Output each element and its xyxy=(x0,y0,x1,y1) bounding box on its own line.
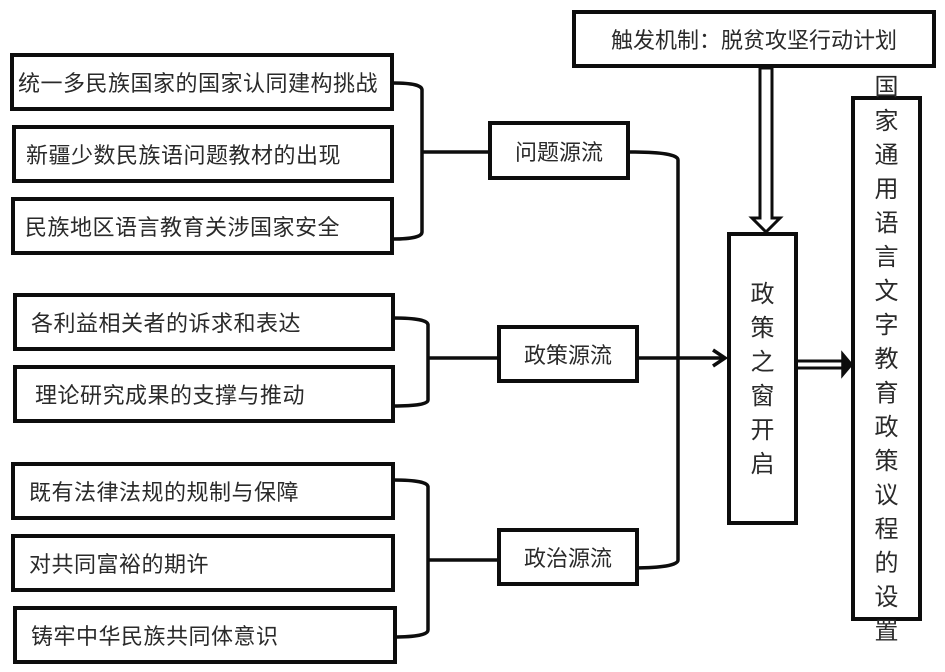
vertical-char: 语 xyxy=(874,208,899,237)
outcome-label: 国家通用语言文字教育政策议程的设置 xyxy=(875,70,899,648)
vertical-char: 置 xyxy=(874,616,899,645)
policy-to-window-arrowhead xyxy=(712,348,729,368)
politics-stream-label: 政治源流 xyxy=(523,547,612,572)
vertical-char: 策 xyxy=(750,313,775,342)
politics-bracket xyxy=(392,478,430,639)
policy-stream-label: 政策源流 xyxy=(523,344,612,369)
politics-item-1: 既有法律法规的规制与保障 xyxy=(11,462,395,520)
policy-window-label: 政策之窗开启 xyxy=(751,277,775,481)
problem-stream-box: 问题源流 xyxy=(488,121,630,180)
policy-bracket xyxy=(392,316,430,408)
vertical-char: 议 xyxy=(874,480,899,509)
vertical-char: 程 xyxy=(874,514,899,543)
vertical-char: 用 xyxy=(874,174,899,203)
trigger-label: 触发机制：脱贫攻坚行动计划 xyxy=(610,29,897,54)
politics-item-2: 对共同富裕的期许 xyxy=(11,534,395,592)
vertical-char: 启 xyxy=(750,449,775,478)
trigger-down-arrow xyxy=(748,66,784,235)
vertical-char: 窗 xyxy=(750,381,775,410)
trigger-box: 触发机制：脱贫攻坚行动计划 xyxy=(572,10,936,68)
vertical-char: 言 xyxy=(874,242,899,271)
vertical-char: 设 xyxy=(874,582,899,611)
politics-item-2-label: 对共同富裕的期许 xyxy=(29,553,210,578)
politics-item-3-label: 铸牢中华民族共同体意识 xyxy=(31,625,279,650)
policy-window-box: 政策之窗开启 xyxy=(727,232,798,525)
policy-stream-box: 政策源流 xyxy=(497,325,639,383)
window-to-outcome-arrowhead xyxy=(841,350,854,379)
problem-item-2-label: 新疆少数民族语问题教材的出现 xyxy=(26,144,342,169)
problem-item-1: 统一多民族国家的国家认同建构挑战 xyxy=(10,53,394,111)
vertical-char: 国 xyxy=(874,72,899,101)
problem-item-3: 民族地区语言教育关涉国家安全 xyxy=(11,197,394,255)
policy-item-2: 理论研究成果的支撑与推动 xyxy=(13,365,395,423)
vertical-char: 育 xyxy=(874,378,899,407)
policy-item-2-label: 理论研究成果的支撑与推动 xyxy=(35,384,306,409)
vertical-char: 教 xyxy=(874,344,899,373)
politics-item-3: 铸牢中华民族共同体意识 xyxy=(13,606,397,664)
outcome-box: 国家通用语言文字教育政策议程的设置 xyxy=(851,73,922,645)
problem-item-1-label: 统一多民族国家的国家认同建构挑战 xyxy=(18,72,379,97)
vertical-char: 开 xyxy=(750,415,775,444)
vertical-char: 文 xyxy=(874,276,899,305)
policy-item-1-label: 各利益相关者的诉求和表达 xyxy=(31,312,302,337)
vertical-char: 之 xyxy=(750,347,775,376)
problem-item-3-label: 民族地区语言教育关涉国家安全 xyxy=(25,216,341,241)
politics-item-1-label: 既有法律法规的规制与保障 xyxy=(29,481,300,506)
politics-stream-box: 政治源流 xyxy=(497,528,639,586)
vertical-char: 通 xyxy=(874,140,899,169)
vertical-char: 字 xyxy=(874,310,899,339)
vertical-char: 的 xyxy=(874,548,899,577)
vertical-char: 政 xyxy=(874,412,899,441)
problem-bracket xyxy=(392,81,424,241)
problem-stream-label: 问题源流 xyxy=(514,140,603,166)
vertical-char: 政 xyxy=(750,279,775,308)
vertical-char: 策 xyxy=(874,446,899,475)
problem-item-2: 新疆少数民族语问题教材的出现 xyxy=(12,125,394,183)
vertical-char: 家 xyxy=(874,106,899,135)
policy-item-1: 各利益相关者的诉求和表达 xyxy=(13,293,395,351)
